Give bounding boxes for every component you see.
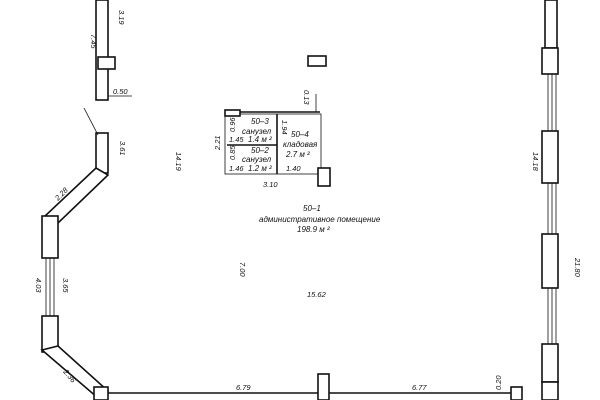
room-wc2-label: 50–2 санузел 1.46 1.2 м ² (229, 146, 272, 173)
dim-top-left-inner: 3.19 (117, 10, 126, 25)
core-outline (224, 113, 322, 175)
wall-left-upper (95, 132, 109, 174)
dim-core-wc1-h: 0.96 (228, 117, 237, 132)
wall-top-left (95, 0, 109, 101)
room-wc1-name: санузел (242, 127, 272, 136)
dim-core-left: 2.21 (213, 135, 222, 151)
dim-left-upper-wall: 3.61 (118, 141, 127, 156)
wall-right-pier-3 (541, 233, 559, 289)
dim-core-storage-h: 1.94 (280, 120, 289, 135)
room-storage-name: кладовая (283, 140, 318, 149)
walls (40, 0, 559, 400)
dim-center-horizontal: 15.62 (307, 290, 327, 299)
room-wc1-area: 1.4 м ² (248, 135, 272, 144)
column-top (307, 55, 327, 67)
dim-bottom-left: 6.79 (236, 383, 251, 392)
dim-left-stub: 0.50 (113, 87, 128, 96)
room-wc2-dim: 1.46 (229, 164, 244, 173)
room-main-area: 198.9 м ² (297, 225, 330, 234)
dim-top-left-outer: 7.45 (89, 34, 98, 49)
wall-right-pier-1 (541, 47, 559, 75)
wall-right-top (544, 0, 558, 49)
wall-right-pier-2 (541, 130, 559, 184)
dimension-labels: 7.45 3.19 0.50 3.61 2.28 4.03 3.65 2.36 … (34, 10, 582, 392)
dim-height-inner-left: 14.19 (174, 152, 183, 172)
dim-core-storage-w: 1.40 (286, 164, 301, 173)
room-wc1-label: 50–3 санузел 1.45 1.4 м ² (229, 117, 272, 144)
wall-bottom-right-corner (541, 381, 559, 400)
room-storage-number: 50–4 (291, 130, 309, 139)
room-main-name: административное помещение (259, 215, 381, 224)
wall-bottom-left-pier (93, 386, 109, 400)
dim-core-bottom: 3.10 (263, 180, 278, 189)
dim-center-vertical: 7.00 (238, 262, 247, 277)
wall-top-left-pier (97, 56, 116, 70)
dim-left-inner: 3.65 (61, 278, 70, 293)
window-lines-left (45, 258, 55, 316)
wall-bottom-mid-pier (317, 373, 330, 400)
room-main-label: 50–1 административное помещение 198.9 м … (259, 204, 381, 234)
window-lines-right (547, 74, 557, 400)
dim-left-outer: 4.03 (34, 278, 43, 293)
dim-height-outer-right: 21.80 (573, 257, 582, 278)
room-wc1-dim: 1.45 (229, 135, 244, 144)
dim-bottom-stub: 0.20 (494, 375, 503, 390)
room-wc2-number: 50–2 (251, 146, 269, 155)
dim-height-inner-right: 14.18 (531, 152, 540, 172)
room-storage-label: 50–4 кладовая 2.7 м ² (283, 130, 318, 159)
wall-left (41, 215, 59, 259)
wall-bottom-right-pier (510, 386, 523, 400)
core-column (317, 167, 331, 187)
wall-right-pier-4 (541, 343, 559, 383)
room-wc2-area: 1.2 м ² (248, 164, 272, 173)
room-storage-area: 2.7 м ² (285, 150, 310, 159)
core-block (224, 94, 331, 187)
dim-core-wc2-h: 0.85 (228, 145, 237, 160)
room-wc1-number: 50–3 (251, 117, 269, 126)
room-main-number: 50–1 (303, 204, 321, 213)
dim-bottom-right: 6.77 (412, 383, 427, 392)
wall-opening-line (83, 107, 99, 136)
core-door-stub (224, 109, 241, 117)
dim-core-top-stub: 0.13 (302, 90, 311, 105)
room-wc2-name: санузел (242, 155, 272, 164)
